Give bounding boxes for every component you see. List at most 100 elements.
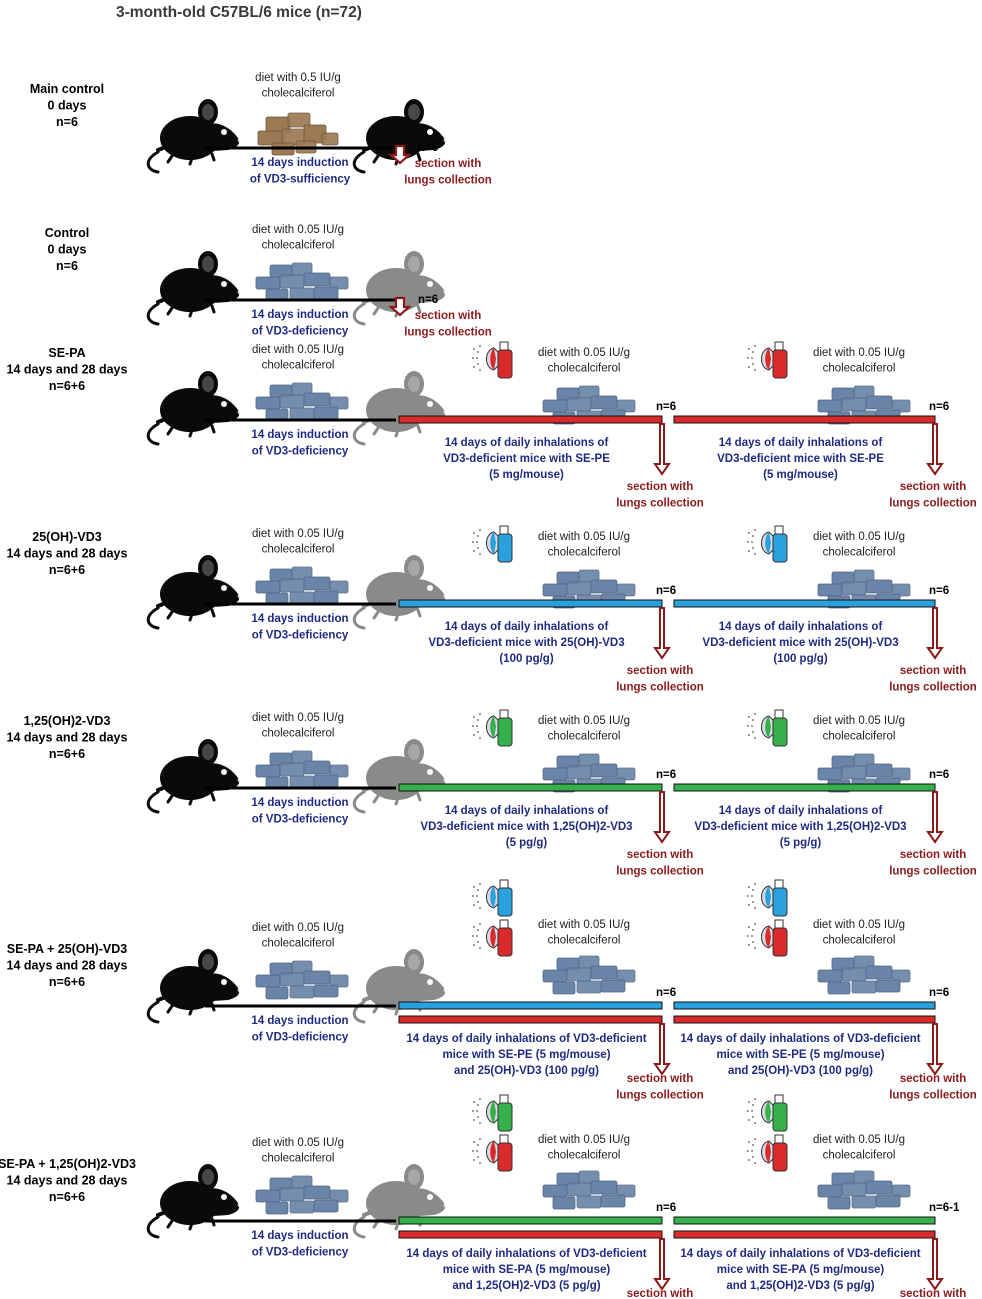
mask-tint <box>490 716 496 738</box>
canister-cap <box>774 1134 784 1144</box>
induction-diet-label: diet with 0.05 IU/g <box>252 344 344 356</box>
endpoint-arrow <box>926 791 944 844</box>
induction-diet-label: diet with 0.5 IU/g <box>255 72 341 84</box>
grey-mouse-icon-shape <box>352 553 451 630</box>
spray-dot <box>473 532 475 534</box>
spray-dot <box>748 550 750 552</box>
endpoint-arrow-outline <box>653 1238 671 1291</box>
spray-dot <box>479 1162 481 1164</box>
spray-dot <box>748 886 750 888</box>
blue-inhaler-icon <box>472 525 513 563</box>
deficient-diet-pellets <box>542 753 636 793</box>
endpoint-arrow <box>388 296 412 317</box>
pellet <box>590 1180 618 1195</box>
phase-diet-label: diet with 0.05 IU/g <box>538 347 630 359</box>
deficient-diet-pellets <box>817 1170 911 1210</box>
spray-dot <box>473 366 475 368</box>
grey-mouse-icon <box>352 737 451 814</box>
spray-dot <box>752 929 754 931</box>
green-inhaler-icon <box>472 1094 513 1132</box>
spray-dot <box>473 904 475 906</box>
spray-dot <box>479 529 481 531</box>
blue-treatment-bar <box>673 599 936 608</box>
phase-diet-label: diet with 0.05 IU/g <box>813 347 905 359</box>
spray-dot <box>477 363 479 365</box>
spray-dot <box>748 1101 750 1103</box>
phase-1: diet with 0.05 IU/gcholecalciferoln=614 … <box>398 879 704 1102</box>
phase-description: 14 days of daily inhalations of <box>719 805 883 817</box>
pellet <box>875 979 901 993</box>
diagram-title: 3-month-old C57BL/6 mice (n=72) <box>116 4 362 21</box>
induction-label: of VD3-deficiency <box>252 446 349 458</box>
canister <box>772 927 788 957</box>
phase-2: diet with 0.05 IU/gcholecalciferoln=614 … <box>673 525 977 694</box>
pellet <box>616 399 636 413</box>
spray-dot <box>754 737 756 739</box>
green-treatment-bar <box>673 783 936 792</box>
endpoint-label: lungs collection <box>889 866 977 878</box>
phase-description: mice with SE-PE (5 mg/mouse) <box>442 1049 610 1061</box>
induction-label: of VD3-deficiency <box>252 1032 349 1044</box>
endpoint-arrow <box>653 1023 671 1076</box>
blue-inhaler-icon <box>472 879 513 917</box>
pellet <box>279 762 305 777</box>
pellet <box>542 399 568 413</box>
deficient-diet-pellets <box>255 566 349 606</box>
canister-cap <box>499 919 509 929</box>
phase-1: diet with 0.05 IU/gcholecalciferoln=614 … <box>398 1094 693 1299</box>
black-mouse-icon <box>146 553 245 630</box>
deficient-diet-pellets <box>255 262 349 302</box>
spray-dot <box>754 345 756 347</box>
canister-cap <box>774 919 784 929</box>
induction-diet-label: cholecalciferol <box>262 1153 335 1165</box>
blue-inhaler-icon <box>747 879 788 917</box>
phase-diet-label: diet with 0.05 IU/g <box>538 919 630 931</box>
sample-size: n=6 <box>929 987 949 999</box>
induction-diet-label: diet with 0.05 IU/g <box>252 922 344 934</box>
endpoint-label: lungs collection <box>889 1090 977 1102</box>
mask-tint <box>765 926 771 948</box>
grey-mouse-icon <box>352 1162 451 1239</box>
spray-dot <box>479 1098 481 1100</box>
mask-tint <box>490 348 496 370</box>
phase-description: mice with SE-PA (5 mg/mouse) <box>717 1264 885 1276</box>
spray-dot <box>754 529 756 531</box>
phase-diet-label: cholecalciferol <box>548 935 621 947</box>
pellet <box>600 979 626 993</box>
endpoint-label: section with <box>900 1073 966 1085</box>
spray-dot <box>477 351 479 353</box>
spray-dot <box>752 363 754 365</box>
spray-dot <box>754 947 756 949</box>
red-inhaler-icon <box>472 919 513 957</box>
pellet <box>865 395 893 410</box>
endpoint-arrow <box>653 423 671 476</box>
phase-1: diet with 0.05 IU/gcholecalciferoln=614 … <box>398 525 704 694</box>
spray-dot <box>479 553 481 555</box>
endpoint-arrow <box>926 423 944 476</box>
spray-dot <box>751 935 753 937</box>
phase-description: 14 days of daily inhalations of <box>445 437 609 449</box>
phase-description: (100 pg/g) <box>773 653 827 665</box>
group-label: Control <box>45 226 89 240</box>
pellet <box>566 581 592 596</box>
endpoint-label: section with <box>415 310 481 322</box>
deficient-diet-pellets <box>542 569 636 609</box>
phase-2: diet with 0.05 IU/gcholecalciferoln=614 … <box>673 341 977 510</box>
red-treatment-bar <box>673 1230 936 1239</box>
spray-dot <box>477 889 479 891</box>
group-label: n=6 <box>56 115 78 129</box>
mask-tint <box>490 1141 496 1163</box>
green-treatment-bar <box>673 1216 936 1225</box>
pellet <box>817 767 843 781</box>
induction-diet-label: diet with 0.05 IU/g <box>252 712 344 724</box>
spray-dot <box>473 1119 475 1121</box>
phase-description: VD3-deficient mice with 1,25(OH)2-VD3 <box>420 821 632 833</box>
endpoint-label: lungs collection <box>889 682 977 694</box>
phase-description: VD3-deficient mice with 1,25(OH)2-VD3 <box>694 821 906 833</box>
group-label: SE-PA + 25(OH)-VD3 <box>7 942 128 956</box>
canister <box>772 717 788 747</box>
sample-size: n=6 <box>656 401 676 413</box>
